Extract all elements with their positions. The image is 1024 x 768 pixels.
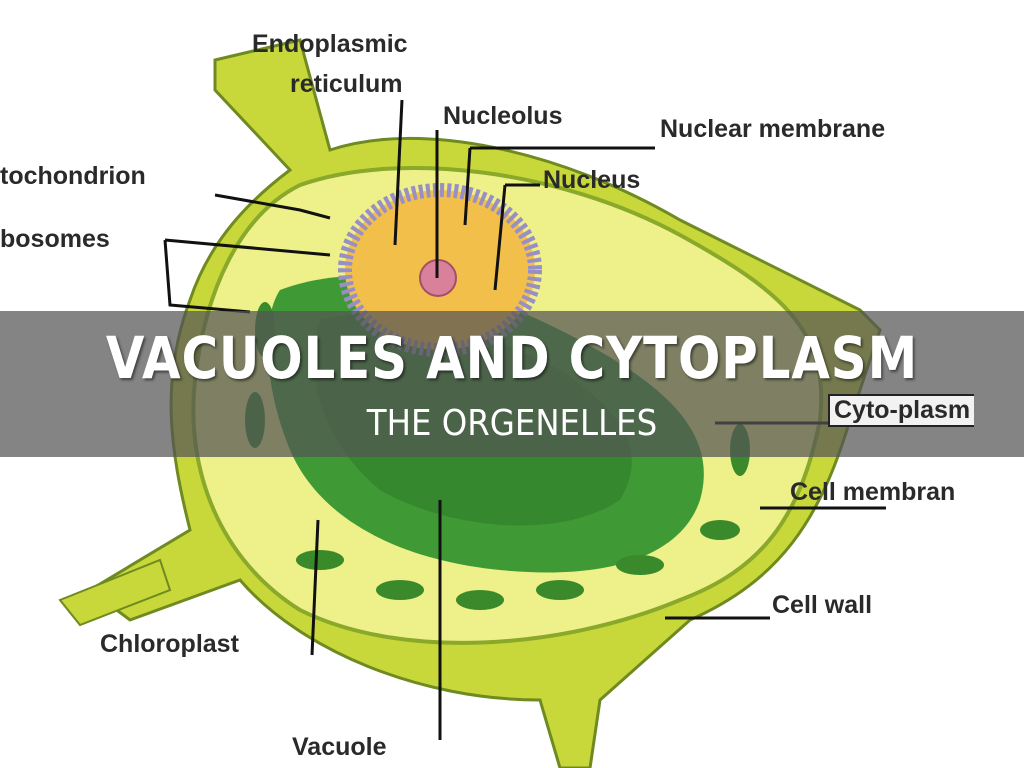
title-banner: VACUOLES AND CYTOPLASM THE ORGENELLES bbox=[0, 311, 1024, 457]
label-nucleolus: Nucleolus bbox=[443, 102, 563, 130]
label-cell-membrane: Cell membran bbox=[790, 478, 956, 506]
label-endoplasmic: Endoplasmic bbox=[252, 30, 408, 58]
slide-title: VACUOLES AND CYTOPLASM bbox=[105, 324, 919, 392]
slide-subtitle: THE ORGENELLES bbox=[366, 403, 658, 444]
label-reticulum: reticulum bbox=[290, 70, 403, 98]
label-vacuole: Vacuole bbox=[292, 733, 387, 761]
label-nucleus: Nucleus bbox=[543, 166, 641, 194]
nucleus bbox=[338, 183, 542, 357]
label-nuclear-membrane: Nuclear membrane bbox=[660, 115, 886, 143]
label-cell-wall: Cell wall bbox=[772, 591, 873, 619]
label-cytoplasm: Cyto-plasm bbox=[828, 394, 975, 427]
label-chloroplast: Chloroplast bbox=[100, 630, 239, 658]
label-mitochondrion: tochondrion bbox=[0, 162, 146, 190]
label-ribosomes: bosomes bbox=[0, 225, 110, 253]
